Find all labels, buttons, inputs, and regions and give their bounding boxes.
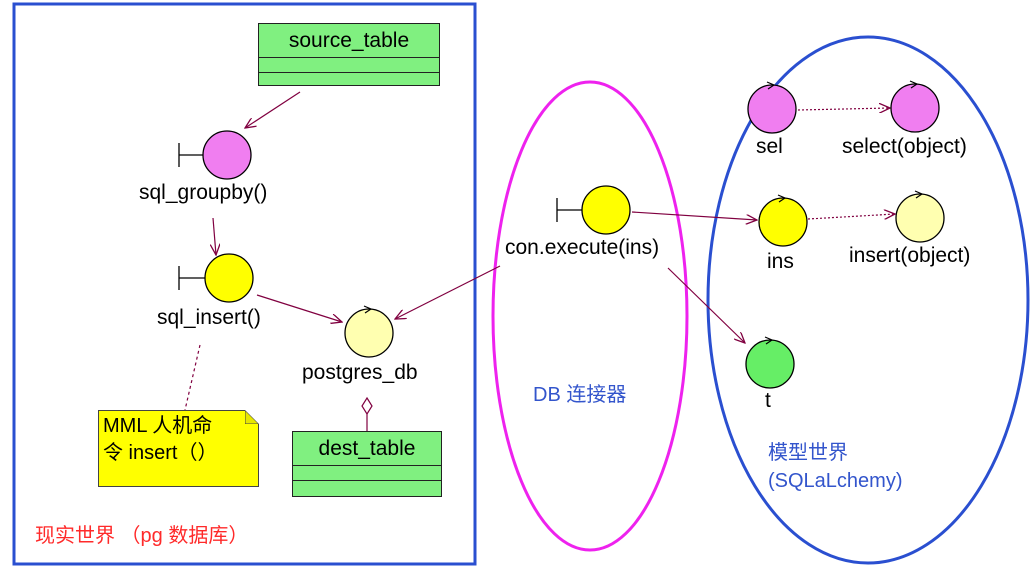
postgres-db-entity (344, 308, 394, 358)
real-world-frame (12, 2, 477, 566)
sel-label: sel (756, 135, 783, 158)
t-control (745, 339, 795, 389)
ins-label: ins (767, 250, 794, 273)
model-world-label-line-2: (SQLaLchemy) (768, 470, 903, 492)
connector-region-label: DB 连接器 (533, 384, 627, 406)
sel-control (747, 84, 797, 134)
arrow-insert-to-postgres (256, 294, 342, 322)
model-world-region (706, 35, 1030, 565)
arrow-execute-to-postgres (395, 265, 501, 319)
dest-table-operations (293, 481, 441, 495)
dest-table-attributes (293, 466, 441, 481)
insert-object-label: insert(object) (849, 244, 971, 267)
dest-table-name: dest_table (293, 432, 441, 466)
note-line-1: MML 人机命 (103, 415, 213, 437)
sql-groupby-label: sql_groupby() (139, 181, 268, 204)
select-object-label: select(object) (842, 135, 967, 158)
source-table-class: source_table (258, 23, 440, 86)
postgres-db-label: postgres_db (302, 361, 418, 384)
note-box: MML 人机命 令 insert（） (98, 410, 259, 487)
note-fold-corner (245, 410, 259, 424)
insert-object-control (895, 193, 945, 243)
real-world-label: 现实世界 （pg 数据库） (35, 525, 249, 547)
aggregation-diamond (361, 396, 373, 416)
sql-insert-boundary (204, 253, 254, 303)
ins-control (758, 197, 808, 247)
arrow-sel-to-select (797, 108, 890, 110)
con-execute-boundary (581, 185, 631, 235)
source-table-attributes (259, 58, 439, 73)
model-world-label-line-1: 模型世界 (768, 442, 848, 464)
connector-region (491, 80, 689, 552)
note-anchor-line (184, 344, 201, 411)
sql-groupby-boundary (202, 130, 252, 180)
source-table-name: source_table (259, 24, 439, 58)
sql-insert-label: sql_insert() (157, 306, 261, 329)
arrow-execute-to-t (667, 267, 745, 343)
dest-table-class: dest_table (292, 431, 442, 497)
con-execute-label: con.execute(ins) (505, 236, 660, 259)
t-label: t (765, 389, 771, 412)
source-table-operations (259, 73, 439, 87)
arrow-source-to-groupby (245, 91, 301, 128)
note-line-2: 令 insert（） (103, 442, 218, 464)
select-object-control (890, 83, 940, 133)
arrow-groupby-to-insert (213, 217, 216, 255)
arrow-execute-to-ins (631, 211, 757, 220)
arrow-ins-to-insert (807, 214, 895, 219)
